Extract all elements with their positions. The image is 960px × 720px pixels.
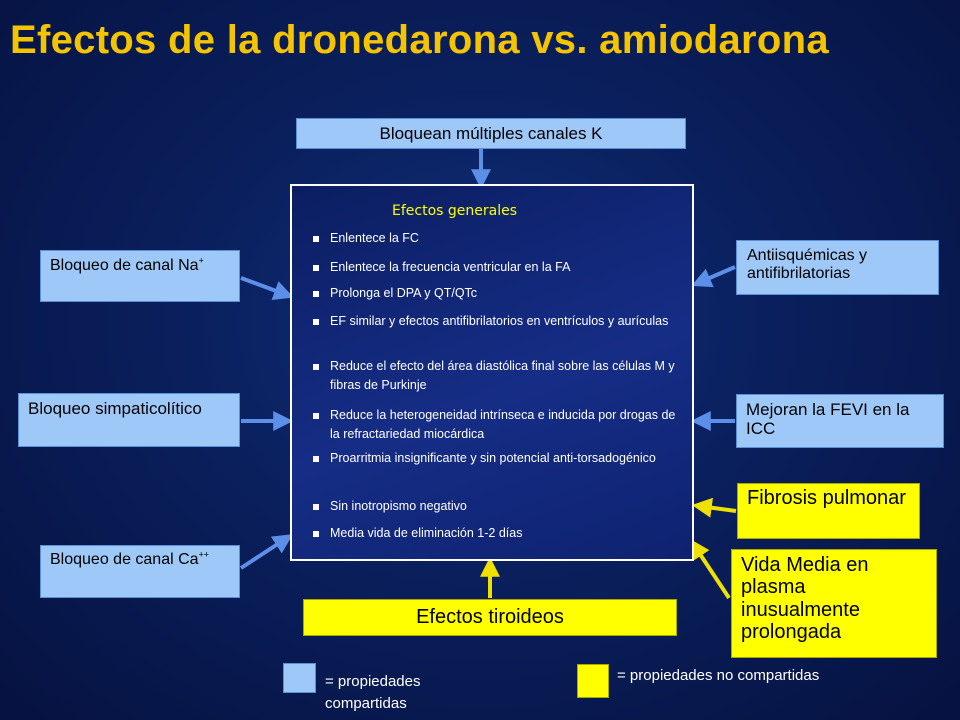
list-item: Enlentece la FC xyxy=(312,229,682,248)
list-item: Enlentece la frecuencia ventricular en l… xyxy=(312,258,682,277)
sodium-superscript: + xyxy=(198,255,204,266)
bullet-icon xyxy=(313,265,319,271)
list-item: Prolonga el DPA y QT/QTc xyxy=(312,284,682,303)
general-effects-panel: Efectos generales Enlentece la FC Enlent… xyxy=(290,184,694,561)
list-item: Sin inotropismo negativo xyxy=(312,497,682,516)
sodium-channel-block-box: Bloqueo de canal Na+ xyxy=(40,250,240,302)
list-item: Proarritmia insignificante y sin potenci… xyxy=(312,449,682,468)
bullet-icon xyxy=(313,413,319,419)
list-item: Reduce la heterogeneidad intrínseca e in… xyxy=(312,406,682,444)
legend-shared-swatch xyxy=(283,663,316,693)
arrow-half-life xyxy=(690,538,731,600)
legend-not-shared-label: = propiedades no compartidas xyxy=(617,667,820,684)
bullet-icon xyxy=(313,531,319,537)
calcium-superscript: ++ xyxy=(198,549,209,560)
calcium-channel-block-box: Bloqueo de canal Ca++ xyxy=(40,545,240,598)
bullet-icon xyxy=(313,236,319,242)
bullet-icon xyxy=(313,291,319,297)
bullet-icon xyxy=(313,456,319,462)
k-channel-block-box: Bloquean múltiples canales K xyxy=(296,118,686,149)
page-title: Efectos de la dronedarona vs. amiodarona xyxy=(10,18,829,62)
antiischemic-box: Antiisquémicas y antifibrilatorias xyxy=(736,240,939,295)
arrow-calcium xyxy=(239,534,294,570)
list-item: Reduce el efecto del área diastólica fin… xyxy=(312,357,682,395)
sodium-channel-label: Bloqueo de canal Na xyxy=(50,257,199,274)
lvef-box: Mejoran la FEVI en la ICC xyxy=(736,394,944,448)
bullet-icon xyxy=(313,319,319,325)
bullet-icon xyxy=(313,504,319,510)
list-item: Media vida de eliminación 1-2 días xyxy=(312,524,682,543)
half-life-box: Vida Media en plasma inusualmente prolon… xyxy=(731,549,937,658)
legend-shared-label: = propiedades compartidas xyxy=(325,673,421,712)
bullet-icon xyxy=(313,364,319,370)
general-effects-title: Efectos generales xyxy=(392,203,518,219)
legend-not-shared-swatch xyxy=(577,664,609,698)
arrow-fibrosis xyxy=(691,497,737,518)
calcium-channel-label: Bloqueo de canal Ca xyxy=(50,551,199,568)
sympatholytic-block-box: Bloqueo simpaticolítico xyxy=(18,393,240,447)
pulmonary-fibrosis-box: Fibrosis pulmonar xyxy=(737,483,920,539)
arrow-sodium xyxy=(240,276,294,300)
thyroid-effects-box: Efectos tiroideos xyxy=(303,599,677,636)
list-item: EF similar y efectos antifibrilatorios e… xyxy=(312,312,682,331)
arrow-antiischemic xyxy=(691,265,736,288)
